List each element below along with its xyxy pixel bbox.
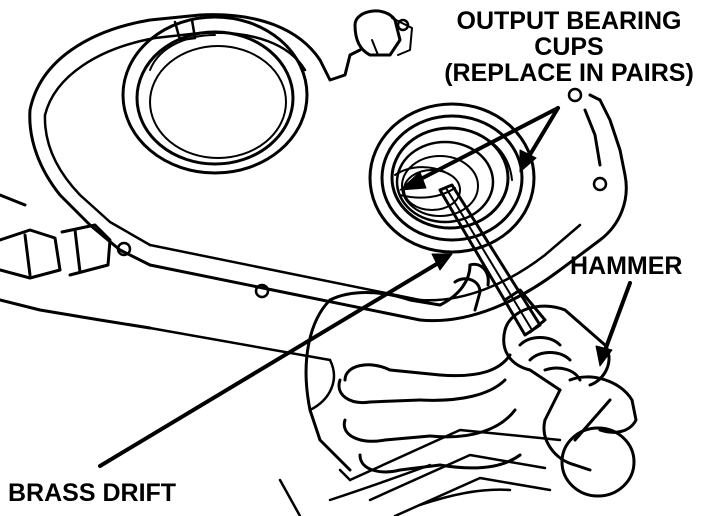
- output-bearing-cups-line3: (REPLACE IN PAIRS): [444, 59, 694, 87]
- output-bearing-cups-label: OUTPUT BEARING CUPS (REPLACE IN PAIRS): [434, 8, 704, 86]
- hammer-label: HAMMER: [570, 252, 683, 280]
- leader-arrows: [98, 106, 632, 468]
- output-bearing-cups-line1: OUTPUT BEARING: [456, 7, 682, 35]
- wood-block: [328, 428, 562, 516]
- brass-drift-tool: [438, 183, 547, 337]
- case-teeth: [0, 193, 152, 330]
- case-flange: [43, 31, 582, 302]
- hand: [304, 262, 522, 474]
- case-boss: [353, 9, 413, 57]
- hammer-tool: [502, 304, 638, 498]
- bolt-holes: [116, 18, 608, 299]
- output-bearing-bore: [368, 102, 536, 254]
- brass-drift-label: BRASS DRIFT: [8, 479, 177, 507]
- output-bearing-cups-line2: CUPS: [534, 33, 604, 61]
- case-lower-edge: [148, 326, 336, 516]
- upper-bore: [121, 15, 309, 175]
- case-housing: [28, 13, 628, 323]
